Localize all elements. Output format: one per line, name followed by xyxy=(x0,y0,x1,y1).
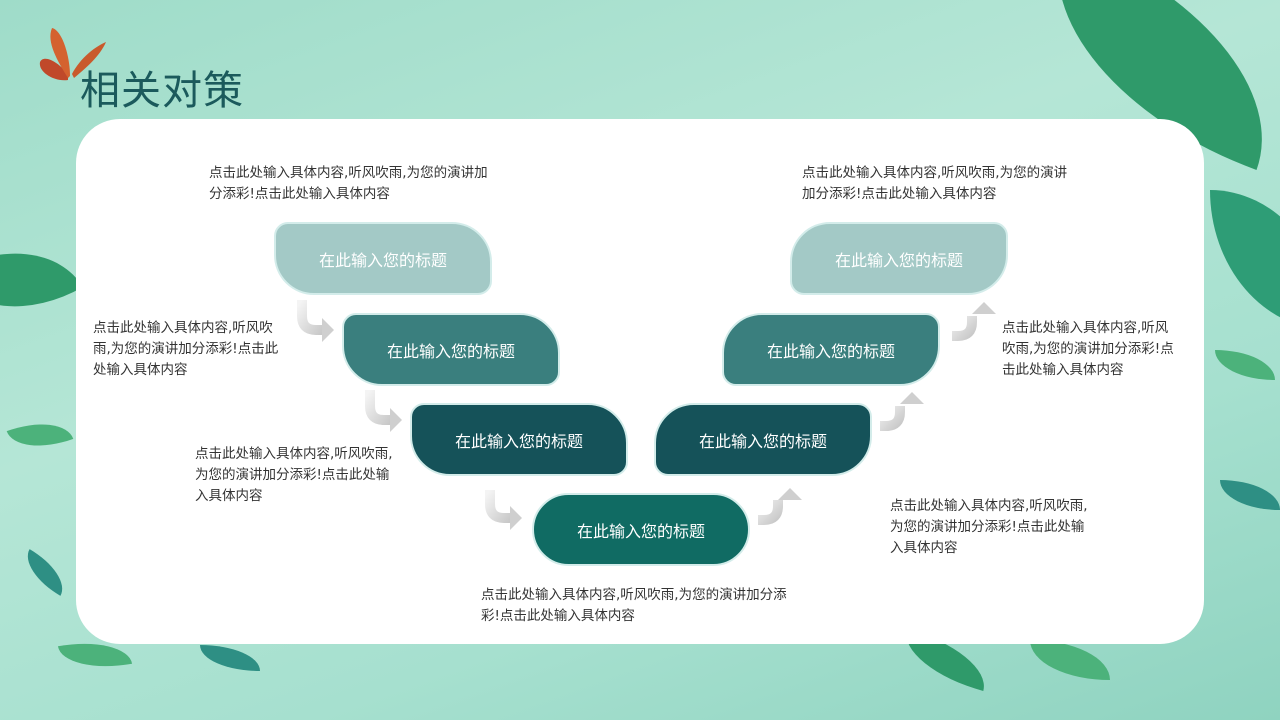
arrow-icon xyxy=(758,500,783,525)
step-box-7[interactable]: 在此输入您的标题 xyxy=(790,222,1008,295)
step-box-2[interactable]: 在此输入您的标题 xyxy=(342,313,560,386)
arrow-icon xyxy=(297,300,324,335)
step-box-3[interactable]: 在此输入您的标题 xyxy=(410,403,628,476)
step-desc-3: 点击此处输入具体内容,听风吹雨,为您的演讲加分添彩!点击此处输入具体内容 xyxy=(195,446,393,504)
step-box-5[interactable]: 在此输入您的标题 xyxy=(654,403,872,476)
step-box-1[interactable]: 在此输入您的标题 xyxy=(274,222,492,295)
step-desc-2: 点击此处输入具体内容,听风吹雨,为您的演讲加分添彩!点击此处输入具体内容 xyxy=(93,320,279,378)
step-box-6[interactable]: 在此输入您的标题 xyxy=(722,313,940,386)
arrow-icon xyxy=(365,390,392,425)
butterfly-icon xyxy=(39,28,106,81)
step-desc-5: 点击此处输入具体内容,听风吹雨,为您的演讲加分添彩!点击此处输入具体内容 xyxy=(890,498,1088,556)
step-desc-4: 点击此处输入具体内容,听风吹雨,为您的演讲加分添彩!点击此处输入具体内容 xyxy=(481,587,787,624)
step-desc-1: 点击此处输入具体内容,听风吹雨,为您的演讲加分添彩!点击此处输入具体内容 xyxy=(209,165,488,202)
arrow-icon xyxy=(880,406,905,431)
step-box-4[interactable]: 在此输入您的标题 xyxy=(532,493,750,566)
arrow-icon xyxy=(952,316,977,341)
arrow-icon xyxy=(485,490,512,523)
step-desc-7: 点击此处输入具体内容,听风吹雨,为您的演讲加分添彩!点击此处输入具体内容 xyxy=(802,165,1068,202)
page-title: 相关对策 xyxy=(80,68,244,114)
step-desc-6: 点击此处输入具体内容,听风吹雨,为您的演讲加分添彩!点击此处输入具体内容 xyxy=(1002,320,1174,378)
